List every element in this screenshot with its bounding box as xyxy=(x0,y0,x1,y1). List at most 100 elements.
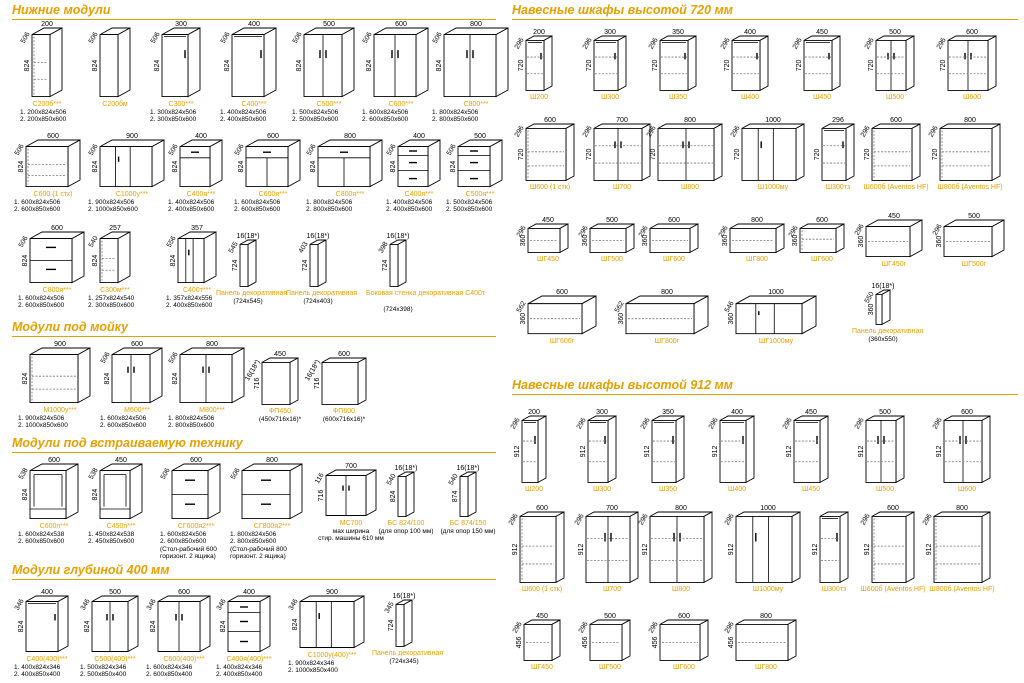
svg-text:800: 800 xyxy=(751,217,763,224)
svg-text:800: 800 xyxy=(956,505,968,512)
svg-text:296: 296 xyxy=(578,225,590,239)
cabinet-size: 2. 400х850х600 xyxy=(168,206,215,214)
cabinet-size: (724х545) xyxy=(233,298,263,306)
cabinet-size: 1. 500х824х506 xyxy=(446,198,493,206)
svg-text:360: 360 xyxy=(582,234,589,246)
svg-text:506: 506 xyxy=(220,31,232,45)
svg-text:700: 700 xyxy=(606,505,618,512)
svg-text:600: 600 xyxy=(48,457,60,464)
svg-text:296: 296 xyxy=(582,125,594,139)
svg-text:296: 296 xyxy=(638,225,650,239)
svg-text:540: 540 xyxy=(88,235,100,249)
cabinet-name: С300*** xyxy=(168,100,194,108)
cabinet-name: С200бм xyxy=(102,100,128,108)
cabinet-name: ШГ800 xyxy=(755,664,777,672)
cabinet-name: М600*** xyxy=(124,406,150,414)
cabinet-name: Ш700 xyxy=(602,586,622,594)
svg-text:720: 720 xyxy=(586,59,593,71)
